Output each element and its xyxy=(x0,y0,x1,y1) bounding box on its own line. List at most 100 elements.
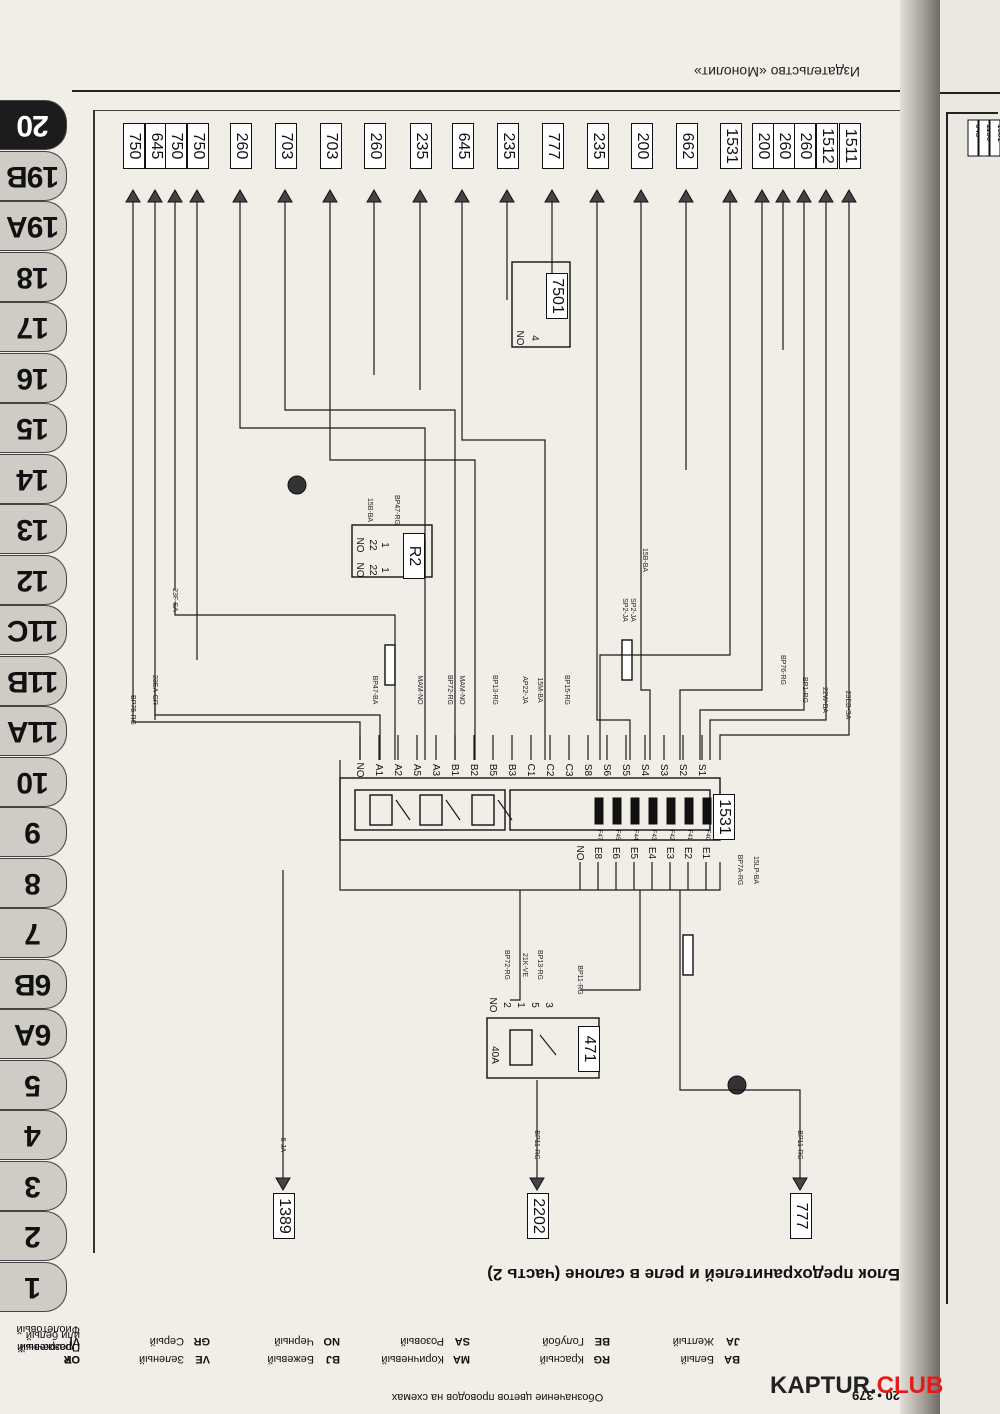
tab-11b[interactable]: 11B xyxy=(0,655,67,706)
wire-label: BP11-RG xyxy=(533,1130,541,1160)
legend-item: SAРозовый xyxy=(400,1335,470,1347)
wire-label: 23F-SA xyxy=(171,588,179,612)
legend-item: BEГолубой xyxy=(542,1335,610,1347)
arrow-up-icon xyxy=(722,189,738,203)
relay-coil xyxy=(471,794,495,826)
relay-471-coil xyxy=(509,1029,533,1066)
legend-code: RG xyxy=(593,1353,611,1365)
destination-box: 1531 xyxy=(720,123,742,169)
relay-switch xyxy=(395,799,411,821)
tab-12[interactable]: 12 xyxy=(0,554,67,605)
wire-bus xyxy=(596,390,631,760)
unit-pin-top: S4 xyxy=(639,763,651,777)
unit-pin-top: C1 xyxy=(525,763,537,777)
tab-16[interactable]: 16 xyxy=(0,352,67,403)
adjacent-page: 64511561531 xyxy=(940,0,1000,1414)
arrow-up-icon xyxy=(775,189,791,203)
destination-box: 662 xyxy=(676,123,698,169)
legend-item: RG Красный xyxy=(540,1353,610,1365)
tab-4[interactable]: 4 xyxy=(0,1110,67,1160)
relay-471-pin: 2 xyxy=(501,1002,513,1008)
destination-box: 645 xyxy=(452,123,474,169)
adjacent-header-rule xyxy=(940,92,1000,94)
unit-pin-top: S3 xyxy=(658,763,670,777)
fuse-group xyxy=(509,789,711,831)
wire-bus xyxy=(640,430,651,760)
tab-19a[interactable]: 19A xyxy=(0,201,67,251)
wire-bus xyxy=(339,760,721,891)
wire-bus xyxy=(154,690,381,760)
unit-pin-top: S5 xyxy=(620,763,632,777)
r2-pin: NO xyxy=(354,562,366,578)
destination-box: 750 xyxy=(123,123,145,169)
unit-id-box: 1531 xyxy=(713,794,735,840)
wire-label: BP76-RG xyxy=(779,655,787,685)
box-7501-id: 7501 xyxy=(546,273,568,319)
legend-code: SA xyxy=(454,1335,470,1347)
destination-box: 235 xyxy=(587,123,609,169)
box-7501-pin: NO xyxy=(514,330,526,346)
unit-pin-top: B5 xyxy=(487,763,499,777)
legend-item: BJБежевый xyxy=(267,1353,340,1365)
unit-pin-bottom: E1 xyxy=(700,846,712,860)
arrow-up-icon xyxy=(754,189,770,203)
tab-9[interactable]: 9 xyxy=(0,807,67,857)
unit-pin-top: A3 xyxy=(430,763,442,777)
wire-label: SP2-JA xyxy=(629,598,637,622)
wiring-diagram xyxy=(125,189,857,1191)
tab-19b[interactable]: 19B xyxy=(0,150,67,201)
tab-3[interactable]: 3 xyxy=(0,1160,67,1211)
legend-code: BJ xyxy=(325,1353,340,1365)
ground-icon xyxy=(287,475,307,495)
wire-label: BP15-RG xyxy=(563,675,571,705)
wire-bus xyxy=(284,405,456,760)
r2-pin: 1 xyxy=(379,542,391,548)
tab-15[interactable]: 15 xyxy=(0,403,67,453)
diagram-title: Блок предохранителей и реле в салоне (ча… xyxy=(487,1265,900,1284)
wire-bus xyxy=(510,890,521,1001)
tab-6b[interactable]: 6B xyxy=(0,958,67,1009)
tab-1[interactable]: 1 xyxy=(0,1261,67,1312)
wire-label: BP47-BA xyxy=(371,675,379,705)
destination-box: 1511 xyxy=(839,123,861,169)
arrow-up-icon xyxy=(454,189,470,203)
tab-11c[interactable]: 11C xyxy=(0,605,67,655)
unit-pin-bottom: E5 xyxy=(628,846,640,860)
wire-label: BP7A-RG xyxy=(736,854,744,886)
tab-13[interactable]: 13 xyxy=(0,504,67,554)
connector-box xyxy=(682,934,694,976)
fuse-element xyxy=(612,797,622,825)
unit-pin-bottom: E8 xyxy=(592,846,604,860)
tab-7[interactable]: 7 xyxy=(0,908,67,958)
relay-471-rating: 40A xyxy=(489,1046,501,1064)
tab-6a[interactable]: 6A xyxy=(0,1009,67,1059)
unit-pin-bottom: NO xyxy=(574,845,586,861)
tab-5[interactable]: 5 xyxy=(0,1059,67,1110)
unit-pin-top: A2 xyxy=(392,763,404,777)
legend-item: NOЧерный xyxy=(274,1335,340,1347)
legend-code: CY xyxy=(64,1353,80,1365)
tab-14[interactable]: 14 xyxy=(0,453,67,504)
relay-coil xyxy=(419,794,443,826)
adjacent-dest-box xyxy=(967,119,979,157)
fuse-element xyxy=(702,797,712,825)
tab-17[interactable]: 17 xyxy=(0,302,67,352)
destination-box: 750 xyxy=(165,123,187,169)
adjacent-dest-box xyxy=(978,119,990,157)
tab-10[interactable]: 10 xyxy=(0,756,67,807)
tab-20[interactable]: 20 xyxy=(0,100,67,150)
tab-8[interactable]: 8 xyxy=(0,857,67,908)
legend-name: Серый xyxy=(149,1335,184,1347)
wire-bus xyxy=(599,285,731,760)
fuse-element xyxy=(666,797,676,825)
relay-471-pin: 3 xyxy=(543,1002,555,1008)
legend-name: Красный xyxy=(539,1353,584,1365)
tab-11a[interactable]: 11A xyxy=(0,706,67,756)
relay-471-pin: 5 xyxy=(529,1002,541,1008)
tab-2[interactable]: 2 xyxy=(0,1211,67,1261)
fuse-element xyxy=(684,797,694,825)
ground-icon xyxy=(727,1075,747,1095)
legend-item: JAЖелтый xyxy=(673,1335,740,1347)
tab-18[interactable]: 18 xyxy=(0,251,67,302)
wire-bus xyxy=(329,395,476,760)
